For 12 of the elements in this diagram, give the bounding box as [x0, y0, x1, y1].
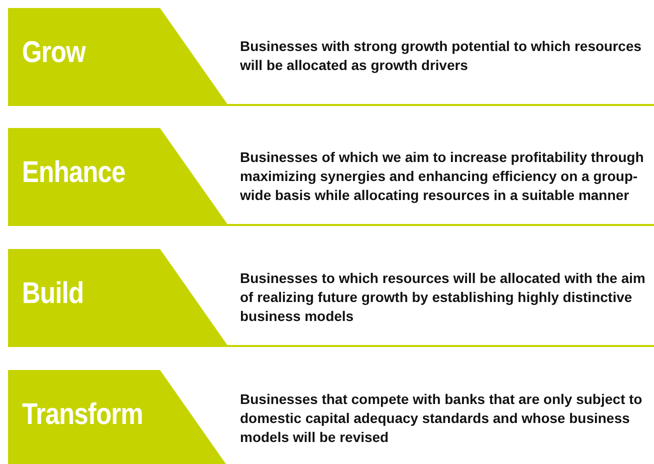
category-banner — [8, 249, 228, 346]
category-banner — [8, 370, 228, 464]
category-title: Grow — [22, 36, 86, 70]
category-title: Transform — [22, 398, 143, 432]
category-description: Businesses of which we aim to increase profitability through maximizing synergies and enhancing efficiency on a group-wide basis while allocating resources in a suitable manner — [240, 148, 645, 204]
category-title: Build — [22, 277, 84, 311]
category-title: Enhance — [22, 156, 126, 190]
category-description: Businesses that compete with banks that are only subject to domestic capital adequacy standards and whose business models will be revised — [240, 390, 644, 446]
category-banner — [8, 128, 228, 225]
category-description: Businesses to which resources will be allocated with the aim of realizing future growth by establishing highly distinctive business models — [240, 268, 646, 326]
category-description: Businesses with strong growth potential to which resources will be allocated as growth drivers — [240, 37, 642, 75]
category-banner — [8, 8, 228, 105]
